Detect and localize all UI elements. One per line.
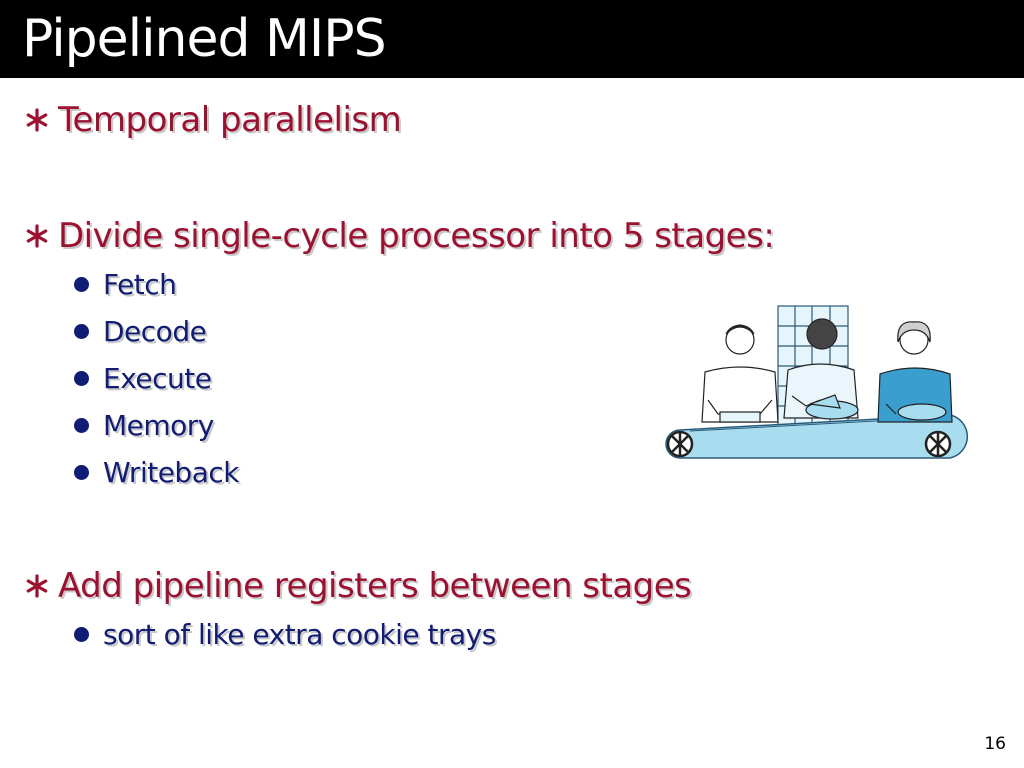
sub-bullet-item: sort of like extra cookie trays xyxy=(74,618,496,651)
asterisk-star-icon xyxy=(26,108,48,132)
conveyor-workers-illustration xyxy=(665,305,969,459)
bullet-item: Temporal parallelism xyxy=(24,100,402,140)
bullet-item: Add pipeline registers between stages xyxy=(24,566,692,606)
bullet-item: Divide single-cycle processor into 5 sta… xyxy=(24,216,775,256)
conveyor-belt xyxy=(665,414,969,459)
gear-icon xyxy=(924,430,952,458)
gear-icon xyxy=(666,430,694,458)
bullet-text: Divide single-cycle processor into 5 sta… xyxy=(58,216,775,256)
round-dot-icon xyxy=(74,627,89,642)
sub-bullet-item: Decode xyxy=(74,315,207,348)
title-bar xyxy=(0,0,1024,78)
sub-bullet-item: Fetch xyxy=(74,268,177,301)
worker-figure xyxy=(877,321,953,423)
sub-bullet-item: Writeback xyxy=(74,456,239,489)
worker-figure xyxy=(701,324,779,423)
bullet-text: Add pipeline registers between stages xyxy=(58,566,692,606)
page-number: 16 xyxy=(984,734,1006,754)
sub-bullet-text: Execute xyxy=(103,362,212,395)
sub-bullet-item: Execute xyxy=(74,362,212,395)
sub-bullet-text: sort of like extra cookie trays xyxy=(103,618,496,651)
sub-bullet-text: Writeback xyxy=(103,456,239,489)
asterisk-star-icon xyxy=(26,224,48,248)
worker-figure xyxy=(783,318,859,420)
sub-bullet-item: Memory xyxy=(74,409,214,442)
round-dot-icon xyxy=(74,465,89,480)
slide-title: Pipelined MIPS xyxy=(22,9,387,69)
asterisk-star-icon xyxy=(26,574,48,598)
bullet-text: Temporal parallelism xyxy=(58,100,402,140)
round-dot-icon xyxy=(74,324,89,339)
round-dot-icon xyxy=(74,371,89,386)
sub-bullet-text: Memory xyxy=(103,409,214,442)
sub-bullet-text: Fetch xyxy=(103,268,177,301)
round-dot-icon xyxy=(74,277,89,292)
sub-bullet-text: Decode xyxy=(103,315,207,348)
round-dot-icon xyxy=(74,418,89,433)
